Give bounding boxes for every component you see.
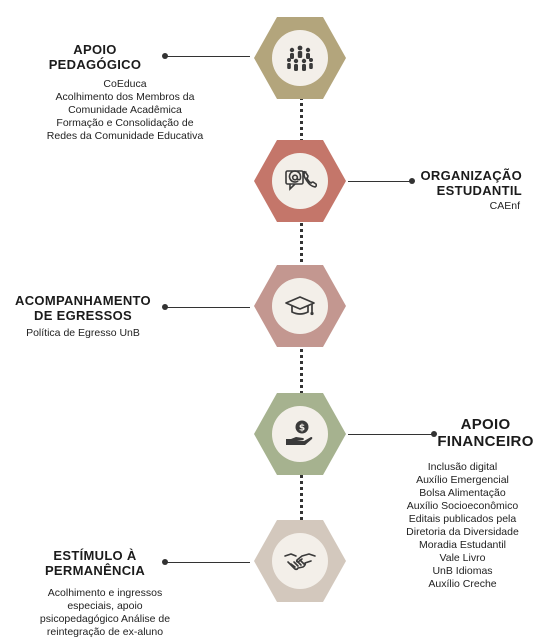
- list-item: Política de Egresso UnB: [26, 327, 140, 339]
- apoio-pedagogico-connector-dot: [162, 53, 168, 59]
- apoio-financeiro-connector: [348, 434, 433, 435]
- organizacao-estudantil-connector: [348, 181, 411, 182]
- list-item: especiais, apoio: [67, 600, 143, 612]
- apoio-pedagogico-circle: [272, 30, 328, 86]
- acompanhamento-egressos-items: Política de Egresso UnB: [8, 327, 158, 340]
- list-item: Acolhimento dos Membros da: [55, 91, 195, 103]
- list-item: reintegração de ex-aluno: [46, 626, 164, 638]
- apoio-financeiro-items: Inclusão digital Auxílio Emergencial Bol…: [375, 461, 550, 591]
- list-item: CAEnf: [489, 200, 520, 212]
- list-item: Moradia Estudantil: [419, 539, 506, 551]
- apoio-financeiro-connector-dot: [431, 431, 437, 437]
- acompanhamento-egressos-circle: [272, 278, 328, 334]
- estimulo-permanencia-title: ESTÍMULO À PERMANÊNCIA: [44, 548, 146, 578]
- list-item: Vale Livro: [439, 552, 486, 564]
- list-item: UnB Idiomas: [432, 565, 493, 577]
- svg-text:$: $: [299, 424, 305, 434]
- apoio-financeiro-hexagon: $: [254, 393, 346, 475]
- estimulo-permanencia-hexagon: [254, 520, 346, 602]
- organizacao-estudantil-hexagon: [254, 140, 346, 222]
- estimulo-permanencia-connector: [165, 562, 250, 563]
- organizacao-estudantil-title: ORGANIZAÇÃO ESTUDANTIL: [420, 168, 522, 198]
- people-group-icon: [287, 45, 313, 71]
- apoio-financeiro-circle: $: [272, 406, 328, 462]
- list-item: Inclusão digital: [427, 461, 498, 473]
- estimulo-permanencia-items: Acolhimento e ingressos especiais, apoio…: [25, 587, 185, 639]
- organizacao-estudantil-circle: [272, 153, 328, 209]
- handshake-icon: [284, 553, 316, 571]
- estimulo-permanencia-connector-dot: [162, 559, 168, 565]
- list-item: Auxílio Creche: [428, 578, 497, 590]
- list-item: Auxílio Emergencial: [416, 474, 509, 486]
- apoio-pedagogico-hexagon: [254, 17, 346, 99]
- apoio-financeiro-title: APOIO FINANCEIRO: [437, 416, 534, 450]
- apoio-pedagogico-title: APOIO PEDAGÓGICO: [48, 42, 142, 72]
- graduation-cap-icon: [285, 296, 315, 316]
- acompanhamento-egressos-connector-dot: [162, 304, 168, 310]
- list-item: Bolsa Alimentação: [419, 487, 506, 499]
- acompanhamento-egressos-connector: [165, 307, 250, 308]
- list-item: Diretoria da Diversidade: [406, 526, 519, 538]
- acompanhamento-egressos-hexagon: [254, 265, 346, 347]
- list-item: Acolhimento e ingressos: [47, 587, 163, 599]
- list-item: Auxílio Socioeconômico: [406, 500, 519, 512]
- acompanhamento-egressos-title: ACOMPANHAMENTO DE EGRESSOS: [15, 293, 151, 323]
- organizacao-estudantil-connector-dot: [409, 178, 415, 184]
- apoio-pedagogico-connector: [165, 56, 250, 57]
- list-item: Editais publicados pela: [408, 513, 517, 525]
- phone-at-icon: [285, 170, 317, 191]
- organizacao-estudantil-items: CAEnf: [420, 200, 520, 213]
- list-item: Redes da Comunidade Educativa: [46, 130, 204, 142]
- list-item: CoEduca: [103, 78, 147, 90]
- estimulo-permanencia-circle: [272, 533, 328, 589]
- list-item: Formação e Consolidação de: [56, 117, 194, 129]
- list-item: psicopedagógico Análise de: [39, 613, 171, 625]
- apoio-pedagogico-items: CoEduca Acolhimento dos Membros da Comun…: [20, 78, 230, 143]
- list-item: Comunidade Acadêmica: [68, 104, 182, 116]
- money-hand-icon: $: [286, 420, 313, 445]
